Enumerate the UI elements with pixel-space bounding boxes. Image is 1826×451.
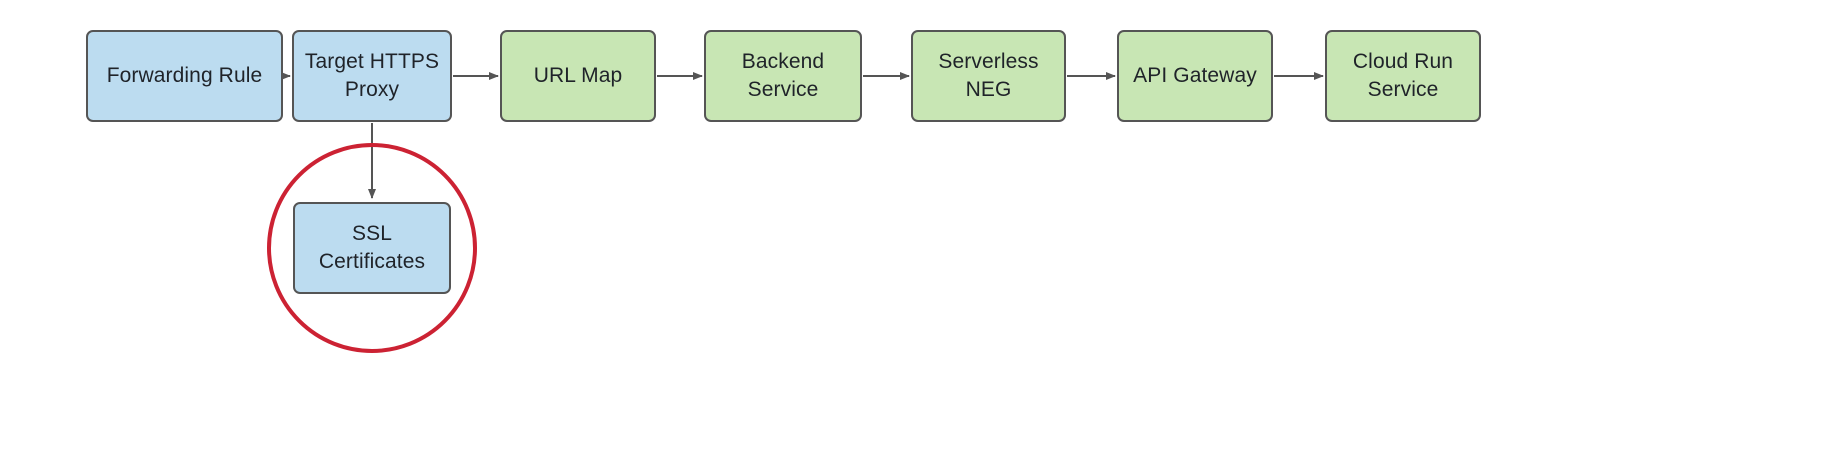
ssl-certificates-highlight-circle [267, 143, 477, 353]
node-label-ssl-certificates: SSL Certificates [318, 222, 426, 273]
node-backend-service[interactable]: Backend Service [704, 30, 862, 122]
node-label-backend-service: Backend Service [741, 50, 825, 101]
node-forwarding-rule[interactable]: Forwarding Rule [86, 30, 283, 122]
node-ssl-certificates[interactable]: SSL Certificates [293, 202, 451, 294]
node-target-https-proxy[interactable]: Target HTTPS Proxy [292, 30, 452, 122]
node-label-cloud-run-service: Cloud Run Service [1352, 50, 1454, 101]
node-label-url-map: URL Map [533, 64, 623, 88]
node-label-api-gateway: API Gateway [1133, 64, 1257, 88]
node-label-serverless-neg: Serverless NEG [938, 50, 1039, 101]
node-serverless-neg[interactable]: Serverless NEG [911, 30, 1066, 122]
node-label-forwarding-rule: Forwarding Rule [106, 64, 263, 88]
node-label-target-https-proxy: Target HTTPS Proxy [304, 50, 440, 101]
node-api-gateway[interactable]: API Gateway [1117, 30, 1273, 122]
node-url-map[interactable]: URL Map [500, 30, 656, 122]
node-cloud-run-service[interactable]: Cloud Run Service [1325, 30, 1481, 122]
